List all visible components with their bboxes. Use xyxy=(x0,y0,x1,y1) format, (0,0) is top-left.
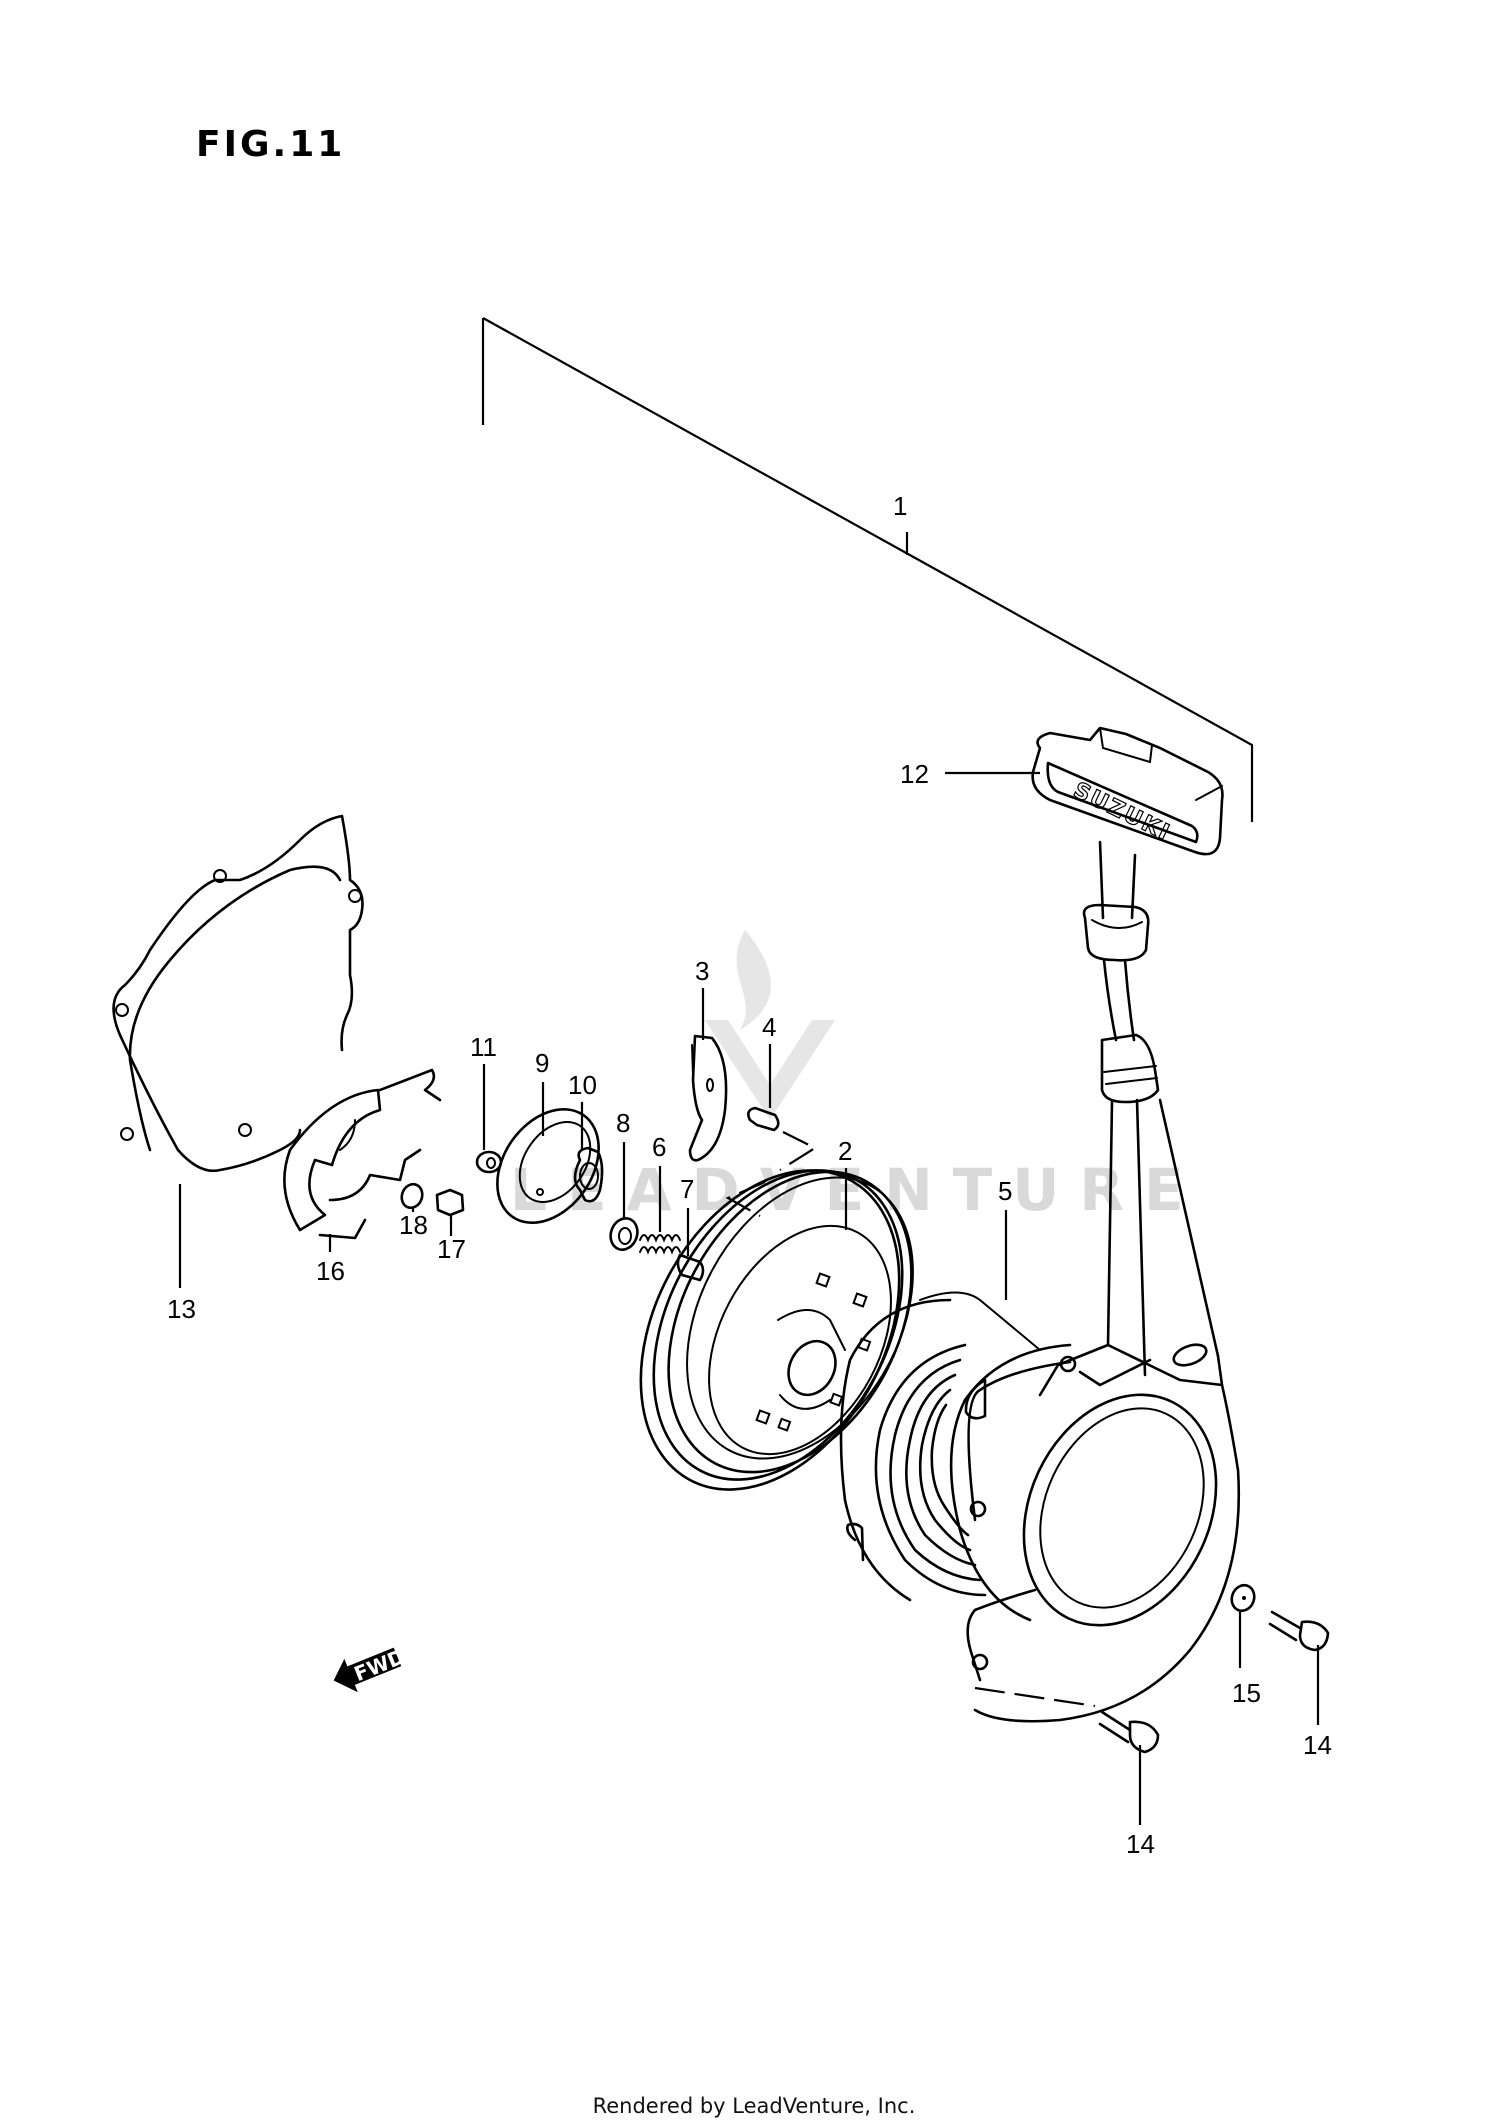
callout-3: 3 xyxy=(695,956,709,986)
assembly-bracket xyxy=(481,317,1254,822)
fwd-arrow-icon: FWD xyxy=(333,1644,409,1693)
starter-cup-part xyxy=(283,1068,465,1240)
gasket-part xyxy=(112,814,364,1173)
leader-lines xyxy=(178,771,1320,1825)
watermark-text: LEADVENTURE xyxy=(510,1156,1204,1224)
callout-8: 8 xyxy=(616,1108,630,1138)
figure-title: FIG.11 xyxy=(196,124,346,165)
callout-14b: 14 xyxy=(1303,1730,1332,1760)
pawl-and-pin-parts xyxy=(688,1034,818,1217)
bolts-and-washer-parts xyxy=(974,1583,1330,1754)
callout-16: 16 xyxy=(316,1256,345,1286)
callout-18: 18 xyxy=(399,1210,428,1240)
callout-15: 15 xyxy=(1232,1678,1261,1708)
callout-9: 9 xyxy=(535,1048,549,1078)
callout-4: 4 xyxy=(762,1012,776,1042)
callout-17: 17 xyxy=(437,1234,466,1264)
callout-7: 7 xyxy=(680,1174,694,1204)
fwd-label: FWD xyxy=(351,1644,409,1686)
recoil-spring-part xyxy=(839,1291,1041,1602)
callout-12: 12 xyxy=(900,759,929,789)
starter-case-part xyxy=(949,1098,1241,1723)
callout-2: 2 xyxy=(838,1136,852,1166)
callout-1: 1 xyxy=(893,491,907,521)
callout-11: 11 xyxy=(470,1032,497,1062)
starter-drum-part xyxy=(639,1169,914,1491)
starter-handle-part: SUZUKI xyxy=(1031,726,1224,1104)
footer-credit: Rendered by LeadVenture, Inc. xyxy=(592,2094,916,2118)
callout-10: 10 xyxy=(568,1070,597,1100)
callout-13: 13 xyxy=(167,1294,196,1324)
callout-14a: 14 xyxy=(1126,1829,1155,1859)
callout-labels: 1 2 3 4 5 6 7 8 9 10 11 12 13 14 14 15 1… xyxy=(167,491,1332,1859)
callout-5: 5 xyxy=(998,1176,1012,1206)
callout-6: 6 xyxy=(652,1132,666,1162)
